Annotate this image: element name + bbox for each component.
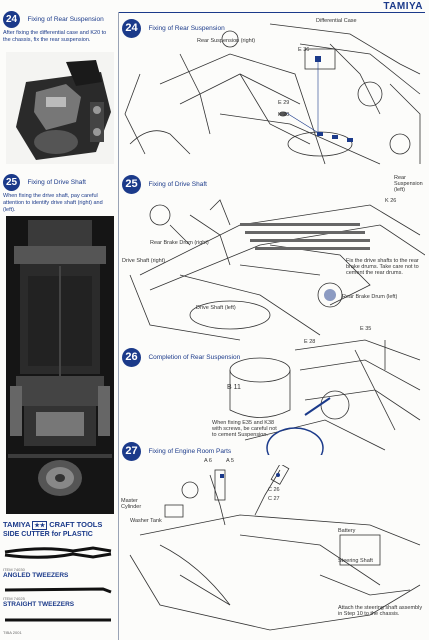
diff-case-label: Differential Case <box>316 18 357 24</box>
craft-tools-brand: TAMIYA <box>3 520 31 529</box>
drive-shaft-right-label: Drive Shaft (right) <box>122 258 166 264</box>
side-cutter-icon <box>4 546 112 559</box>
tool-3-caption: ITEM 74025 <box>3 596 25 601</box>
tool-2-caption: ITEM 74030 <box>3 567 25 572</box>
rear-susp-right-label: Rear Suspension (right) <box>197 38 256 44</box>
step-24-heading: 24 Fixing of Rear Suspension <box>122 19 225 38</box>
step-25-left-heading: 25 Fixing of Drive Shaft <box>3 174 115 192</box>
chassis-photo-image <box>6 216 114 514</box>
tool-2-name: ANGLED TWEEZERS <box>3 572 69 579</box>
step-24-diagram <box>124 23 421 165</box>
step-24-number-badge: 24 <box>3 11 20 29</box>
rear-brake-right-label: Rear Brake Drum (right) <box>150 240 209 246</box>
k20-label: K 20 <box>278 112 290 118</box>
e35-label: E 35 <box>360 326 372 332</box>
step-26-note: When fixing E35 and K38 with screws, be … <box>212 420 277 438</box>
craft-tools-heading: TAMIYA ★★ CRAFT TOOLS <box>3 520 115 530</box>
step-24-left-heading: 24 Fixing of Rear Suspension <box>3 11 115 29</box>
tool-3-name: STRAIGHT TWEEZERS <box>3 601 75 608</box>
b11-label: B 11 <box>227 384 241 391</box>
e28-label: E 28 <box>304 339 316 345</box>
drive-shaft-note: Fix the drive shafts to the rear brake d… <box>346 258 419 276</box>
tool-3: ITEM 74025 STRAIGHT TWEEZERS <box>3 596 74 608</box>
step-26-heading-title: Completion of Rear Suspension <box>148 354 241 361</box>
step-26-heading: 26 Completion of Rear Suspension <box>122 348 240 367</box>
step-25-number-badge: 25 <box>3 174 20 192</box>
chassis-photo <box>6 216 114 514</box>
k26-label: K 26 <box>385 198 397 204</box>
master-cylinder-label: Master Cylinder <box>121 498 142 510</box>
step-27-note: Attach the steering shaft assembly in St… <box>338 605 423 617</box>
a6-label: A 6 <box>204 458 212 464</box>
step-24-badge: 24 <box>122 19 141 38</box>
step-24-title: Fixing of Rear Suspension <box>27 16 104 24</box>
step-25-heading-title: Fixing of Drive Shaft <box>148 181 207 188</box>
step-26-badge: 26 <box>122 348 141 367</box>
step-27-heading: 27 Fixing of Engine Room Parts <box>122 442 231 461</box>
step-24-note: After fixing the differential case and K… <box>3 30 107 43</box>
rear-susp-left-label: Rear Suspension (left) <box>394 175 423 193</box>
step-27-badge: 27 <box>122 442 141 461</box>
step-24-heading-title: Fixing of Rear Suspension <box>148 25 225 32</box>
step-27-diagram <box>129 465 421 631</box>
c27-label: C 27 <box>268 496 280 502</box>
step-25-diagram <box>129 199 425 341</box>
battery-label: Battery <box>338 528 356 534</box>
craft-tools-ad: TAMIYA ★★ CRAFT TOOLS SIDE CUTTER for PL… <box>3 520 115 638</box>
c26-label: C 26 <box>268 487 280 493</box>
e36-label: E 36 <box>298 47 310 53</box>
tool-2: ITEM 74030 ANGLED TWEEZERS <box>3 567 68 579</box>
washer-tank-label: Washer Tank <box>130 518 162 524</box>
drive-shaft-left-label: Drive Shaft (left) <box>196 305 236 311</box>
step-25-badge: 25 <box>122 175 141 194</box>
step-26-diagram <box>229 339 421 455</box>
footer-code: TIBA 2001 <box>3 630 22 635</box>
step-25-title: Fixing of Drive Shaft <box>27 179 86 187</box>
tamiya-star-logo-icon: ★★ <box>32 521 48 530</box>
step-25-note: When fixing the drive shaft, pay careful… <box>3 193 103 213</box>
rear-brake-left-label: Rear Brake Drum (left) <box>342 294 398 300</box>
a5-label: A 5 <box>226 458 234 464</box>
craft-tools-title: CRAFT TOOLS <box>49 520 103 529</box>
steering-shaft-label: Steering Shaft <box>338 558 373 564</box>
step-27-heading-title: Fixing of Engine Room Parts <box>148 448 232 455</box>
brand-logo: TAMIYA <box>383 1 423 12</box>
column-divider <box>118 12 119 640</box>
tool-1-name: SIDE CUTTER for PLASTIC <box>3 531 93 538</box>
angled-tweezers-icon <box>4 587 112 594</box>
straight-tweezers-icon <box>5 618 111 622</box>
step-24-photo-image <box>16 60 111 160</box>
step-25-heading: 25 Fixing of Drive Shaft <box>122 175 207 194</box>
step-24-photo <box>6 52 114 164</box>
header-rule <box>118 12 425 13</box>
e29-label: E 29 <box>278 100 290 106</box>
